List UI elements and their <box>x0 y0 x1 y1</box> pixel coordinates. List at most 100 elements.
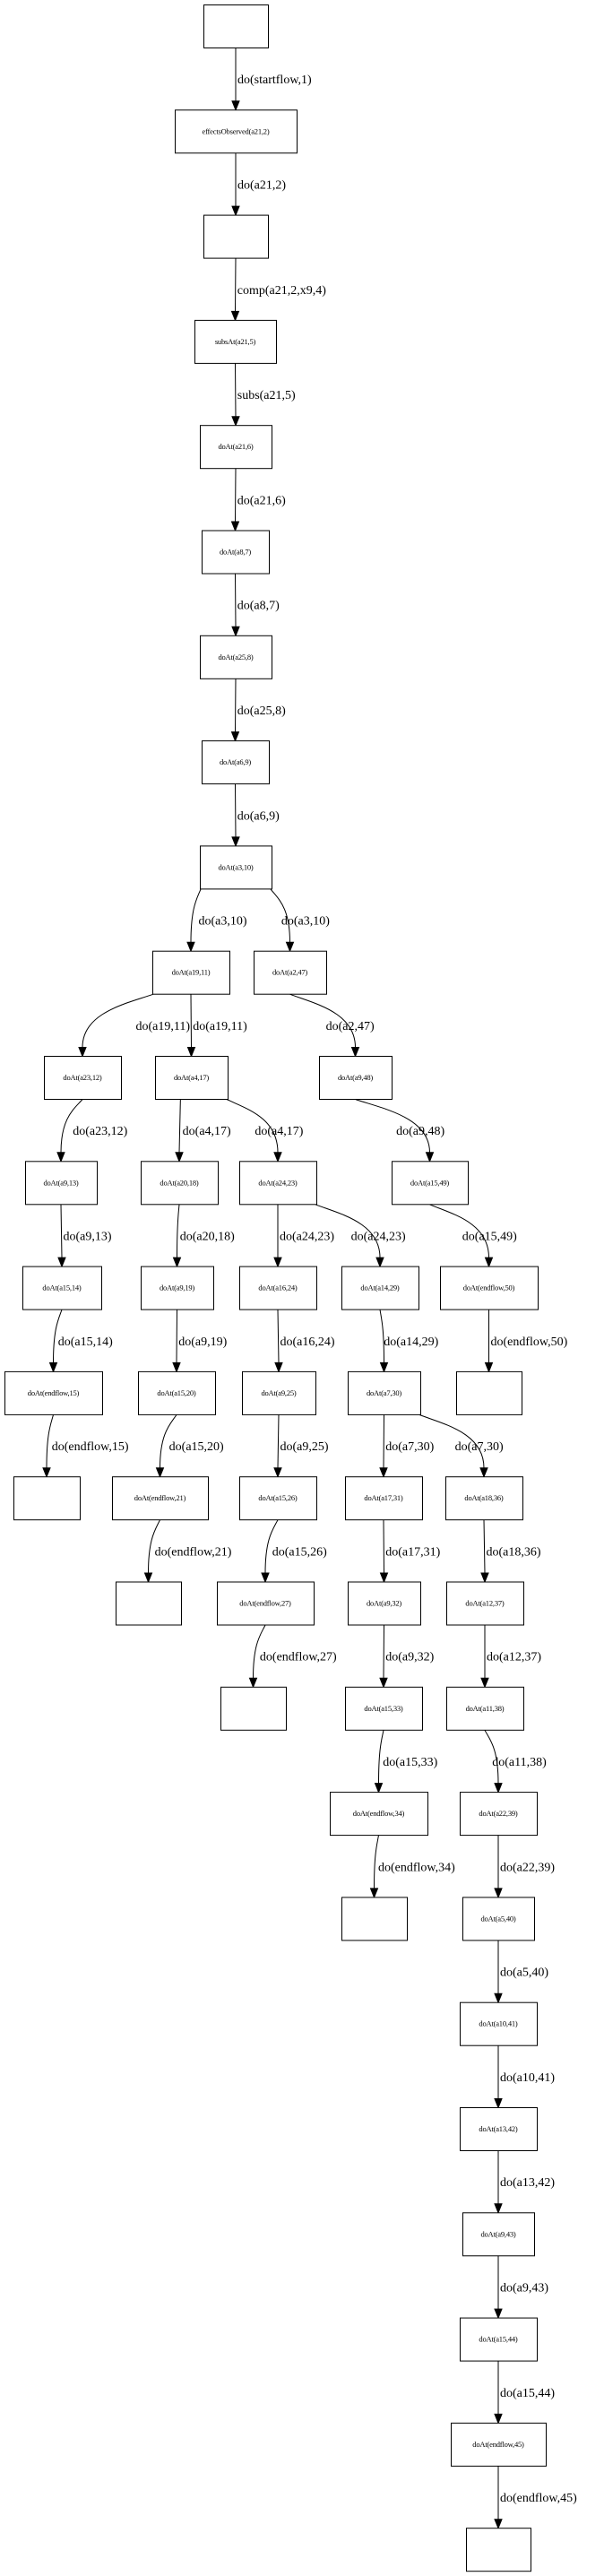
state-node: doAt(a12,37) <box>446 1581 524 1626</box>
edge-label: do(a3,10) <box>281 915 330 929</box>
edge-line <box>177 1204 180 1258</box>
node-box <box>200 635 272 679</box>
state-node: doAt(a21,6) <box>200 425 272 470</box>
transition-edge: do(endflow,34) <box>369 1835 455 1899</box>
state-node: doAt(a7,30) <box>348 1370 421 1415</box>
edge-label: do(a7,30) <box>385 1440 434 1454</box>
state-node: doAt(a20,18) <box>141 1161 219 1206</box>
arrowhead-icon <box>285 941 295 953</box>
edge-label: comp(a21,2,x9,4) <box>237 284 326 298</box>
node-label: doAt(a15,14) <box>42 1284 82 1292</box>
edge-label: do(a15,26) <box>272 1545 327 1559</box>
arrowhead-icon <box>369 1888 379 1899</box>
node-box <box>220 1686 287 1731</box>
edge-line <box>277 1414 280 1468</box>
edge-label: do(a9,25) <box>280 1440 329 1454</box>
arrowhead-icon <box>231 626 240 637</box>
node-box <box>319 1056 393 1100</box>
node-label: subsAt(a21,5) <box>215 337 256 346</box>
edge-label: do(a22,39) <box>500 1861 555 1874</box>
node-box <box>254 950 327 995</box>
edge-line <box>235 258 237 312</box>
arrowhead-icon <box>480 1572 489 1584</box>
nodes-layer: effectsObserved(a21,2) subsAt(a21,5) doAt(… <box>4 4 547 2572</box>
state-node: doAt(a24,23) <box>239 1161 317 1206</box>
edge-line <box>418 1413 485 1468</box>
edge-label: do(a12,37) <box>487 1651 541 1664</box>
transition-edge: do(a11,38) <box>484 1730 547 1794</box>
node-label: doAt(a4,17) <box>174 1073 209 1082</box>
node-label: effectsObserved(a21,2) <box>203 126 270 135</box>
transition-edge: do(endflow,27) <box>248 1624 337 1689</box>
transition-edge: do(a3,10) <box>186 888 247 953</box>
transition-edge: do(a7,30) <box>418 1413 504 1479</box>
state-node: doAt(endflow,45) <box>451 2422 547 2467</box>
node-label: doAt(endflow,45) <box>472 2440 524 2449</box>
state-node: doAt(a9,48) <box>319 1056 393 1100</box>
transition-edge: do(a15,44) <box>494 2361 555 2425</box>
arrowhead-icon <box>274 1361 283 1373</box>
arrowhead-icon <box>379 1467 388 1479</box>
node-box <box>44 1056 122 1100</box>
node-label: doAt(a14,29) <box>360 1284 400 1292</box>
state-node: doAt(a14,29) <box>341 1266 419 1310</box>
state-node: doAt(a9,32) <box>348 1581 421 1626</box>
state-node: doAt(a22,39) <box>460 1792 538 1837</box>
node-label: doAt(a9,32) <box>367 1599 401 1608</box>
edge-label: do(a18,36) <box>487 1545 541 1559</box>
edge-label: do(a10,41) <box>500 2071 555 2085</box>
edge-label: do(a15,49) <box>462 1230 517 1243</box>
transition-edge: do(a19,11) <box>78 993 190 1058</box>
state-node: doAt(endflow,50) <box>440 1266 539 1310</box>
node-box <box>392 1161 469 1206</box>
state-node: doAt(a23,12) <box>44 1056 122 1100</box>
empty-state-node <box>466 2528 531 2572</box>
edge-line <box>374 1835 379 1889</box>
edge-label: do(endflow,21) <box>155 1545 232 1559</box>
transition-edge: do(a4,17) <box>175 1099 231 1163</box>
arrowhead-icon <box>230 521 240 532</box>
transition-edge: do(a24,23) <box>315 1204 406 1268</box>
node-box <box>138 1370 216 1415</box>
transition-edge: do(a15,49) <box>429 1204 517 1268</box>
arrowhead-icon <box>379 1677 388 1689</box>
node-box <box>348 1581 421 1626</box>
edge-label: do(a3,10) <box>199 915 247 929</box>
node-label: doAt(a5,40) <box>480 1914 515 1923</box>
edge-label: do(endflow,27) <box>260 1651 337 1664</box>
transition-edge: do(a2,47) <box>289 993 375 1058</box>
edge-line <box>235 468 237 523</box>
node-label: doAt(a13,42) <box>479 2124 518 2133</box>
edge-line <box>235 363 237 417</box>
node-label: doAt(a3,10) <box>218 862 253 871</box>
node-box <box>22 1266 102 1310</box>
node-box <box>456 1370 522 1415</box>
edge-label: do(a9,48) <box>396 1125 444 1138</box>
edge-line <box>235 573 237 627</box>
node-box <box>460 1792 538 1837</box>
edge-line <box>178 1099 181 1153</box>
edge-label: do(a15,20) <box>169 1440 224 1454</box>
edge-line <box>429 1204 489 1258</box>
edge-label: do(a24,23) <box>351 1230 406 1243</box>
arrowhead-icon <box>494 2098 503 2109</box>
node-box <box>239 1161 317 1206</box>
node-label: doAt(a8,7) <box>220 548 251 557</box>
state-node: doAt(endflow,34) <box>330 1792 428 1837</box>
arrowhead-icon <box>494 2413 503 2425</box>
node-box <box>13 1476 81 1521</box>
edge-line <box>379 1310 384 1363</box>
edge-label: do(endflow,45) <box>500 2492 577 2505</box>
node-label: doAt(a10,41) <box>479 2019 518 2028</box>
arrowhead-icon <box>231 100 240 112</box>
edge-line <box>190 994 192 1048</box>
empty-state-node <box>341 1897 408 1941</box>
edge-label: do(a23,12) <box>73 1125 127 1138</box>
node-label: doAt(a16,24) <box>258 1284 298 1292</box>
edge-line <box>315 1204 381 1258</box>
node-label: doAt(a15,20) <box>157 1388 196 1397</box>
node-label: doAt(a6,9) <box>220 757 251 766</box>
node-label: doAt(endflow,34) <box>353 1809 405 1818</box>
edge-line <box>235 783 237 837</box>
node-box <box>239 1476 317 1521</box>
